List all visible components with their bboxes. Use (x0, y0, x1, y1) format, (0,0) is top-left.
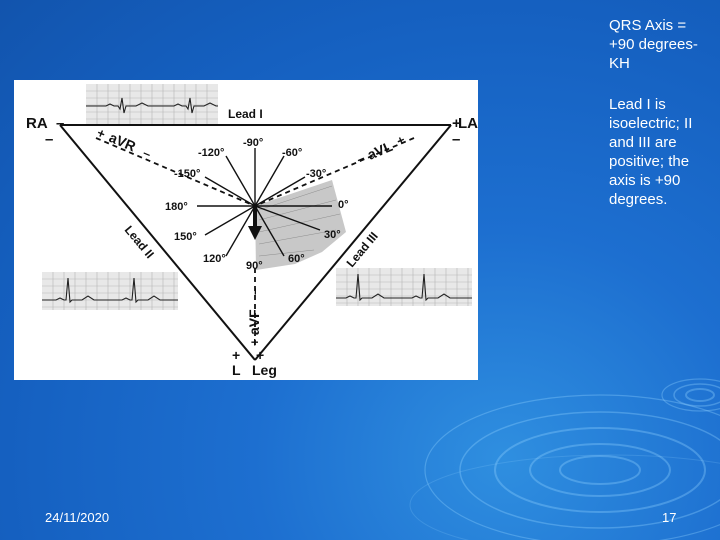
qrs-axis-shaded-sector (255, 180, 346, 270)
la-label: LA (458, 115, 478, 132)
degree-label-180: 180° (165, 201, 188, 213)
degree-label-minus-150: -150° (174, 168, 200, 180)
degree-label-150: 150° (174, 231, 197, 243)
avf-label: aVF (246, 309, 262, 335)
ra-label: RA (26, 115, 48, 132)
la-plus-sign: + (452, 115, 461, 132)
degree-label-90: 90° (246, 260, 263, 272)
degree-label-60: 60° (288, 253, 305, 265)
avl-label: aVL (365, 138, 395, 163)
degree-label-minus-90: -90° (243, 137, 263, 149)
degree-label-30: 30° (324, 229, 341, 241)
degree-label-minus-60: -60° (282, 147, 302, 159)
avl-minus-sign: – (354, 150, 367, 167)
einthoven-triangle (59, 124, 452, 361)
degree-label-120: 120° (203, 253, 226, 265)
leg-label: Leg (252, 362, 277, 378)
avl-dashed-line (254, 137, 415, 207)
degree-label-minus-30: -30° (306, 168, 326, 180)
l-label: L (232, 362, 241, 378)
lead-iii-label: Lead III (344, 229, 381, 270)
avl-plus-sign: + (394, 132, 407, 149)
diagram-labels: RA – – + – LA + L + Leg Lead I Lead II L… (26, 107, 478, 378)
leg-plus-sign: + (256, 347, 264, 363)
slide-body-text: Lead I is isoelectric; II and III are po… (609, 96, 693, 208)
lead-iii-side (254, 124, 452, 361)
slide-date: 24/11/2020 (45, 510, 110, 525)
avr-plus-sign: + (95, 125, 108, 142)
degree-label-minus-120: -120° (198, 147, 224, 159)
avr-label: aVR (107, 129, 138, 154)
lead-ii-label: Lead II (122, 223, 157, 261)
slide-page-number: 17 (662, 510, 677, 525)
l-plus-sign: + (232, 347, 240, 363)
avf-plus-sign: + (247, 338, 262, 346)
avf-minus-sign: – (247, 288, 262, 295)
hexaxial-ecg-diagram: RA – – + – LA + L + Leg Lead I Lead II L… (14, 80, 478, 380)
la-minus-sign: – (452, 131, 460, 148)
degree-label-0: 0° (338, 199, 349, 211)
ra-minus-sign: – (56, 115, 64, 132)
ra-minus-sign-2: – (45, 131, 53, 148)
avr-minus-sign: – (141, 145, 154, 162)
avr-dashed-line (95, 137, 256, 207)
qrs-axis-arrow-head (248, 226, 262, 240)
slide-title: QRS Axis = +90 degrees- KH (609, 17, 698, 72)
lead-ii-side (59, 124, 256, 361)
lead-i-label: Lead I (228, 107, 263, 121)
